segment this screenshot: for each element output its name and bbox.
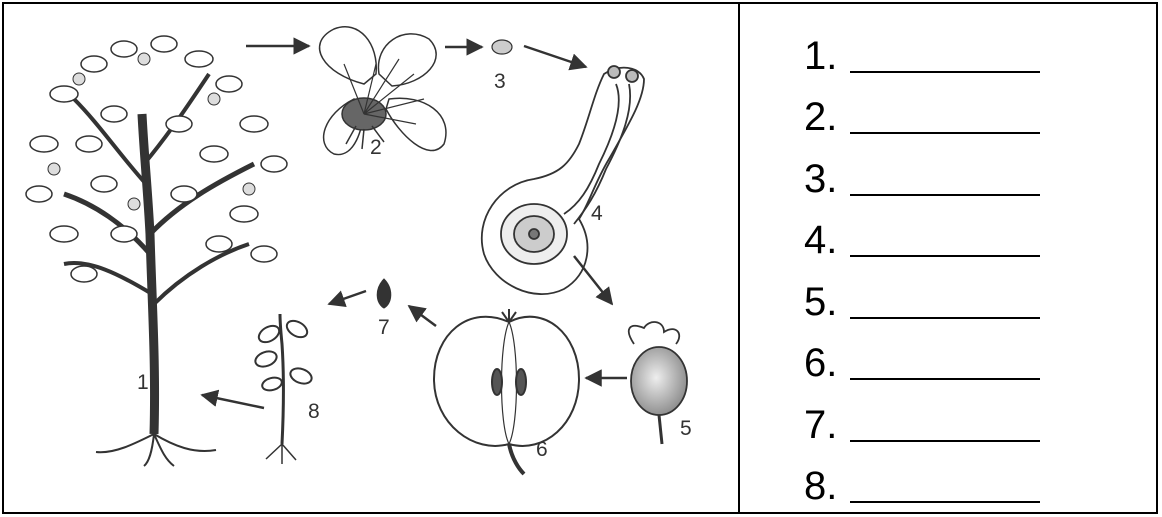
answer-item: 4. <box>804 199 1040 261</box>
answer-blank-line[interactable] <box>850 378 1040 380</box>
plant-life-cycle-diagram: 1 2 3 4 5 6 7 8 <box>4 4 738 512</box>
stage-label-3: 3 <box>494 70 506 93</box>
answer-number: 3. <box>804 159 850 199</box>
arrow-7-to-8 <box>329 291 366 304</box>
seedling-illustration <box>253 314 313 464</box>
answer-blank-line[interactable] <box>850 71 1040 73</box>
stage-label-7: 7 <box>378 316 390 339</box>
answer-blank-line[interactable] <box>850 440 1040 442</box>
answer-item: 2. <box>804 76 1040 138</box>
stage-label-4: 4 <box>591 202 603 225</box>
answer-number: 6. <box>804 343 850 383</box>
stage-label-6: 6 <box>536 438 548 461</box>
pollen-grain <box>492 40 512 54</box>
answer-blank-line[interactable] <box>850 501 1040 503</box>
answer-number: 8. <box>804 466 850 506</box>
answer-item: 7. <box>804 383 1040 445</box>
answer-number: 2. <box>804 97 850 137</box>
pistil-section-illustration <box>482 66 644 294</box>
answer-item: 8. <box>804 445 1040 507</box>
tree-illustration <box>26 36 287 466</box>
answer-item: 1. <box>804 14 1040 76</box>
stage-label-1: 1 <box>137 371 149 394</box>
seed-illustration <box>377 279 391 308</box>
stage-label-8: 8 <box>308 400 320 423</box>
answer-blank-line[interactable] <box>850 317 1040 319</box>
answer-number: 7. <box>804 405 850 445</box>
answer-blank-line[interactable] <box>850 194 1040 196</box>
answer-number: 5. <box>804 282 850 322</box>
answer-blank-line[interactable] <box>850 132 1040 134</box>
answer-number: 4. <box>804 220 850 260</box>
answer-item: 3. <box>804 137 1040 199</box>
answer-item: 6. <box>804 322 1040 384</box>
answer-cell: 1. 2. 3. 4. 5. 6. <box>740 4 1156 512</box>
answer-number: 1. <box>804 36 850 76</box>
arrow-4-to-5 <box>574 256 612 304</box>
arrow-8-to-1 <box>202 395 264 408</box>
arrow-3-to-4 <box>524 46 586 67</box>
apple-section-illustration <box>434 309 579 474</box>
arrow-6-to-7 <box>409 306 436 326</box>
answer-blank-line[interactable] <box>850 255 1040 257</box>
answer-item: 5. <box>804 260 1040 322</box>
stage-label-2: 2 <box>370 136 382 159</box>
hip-fruit-illustration <box>629 322 687 444</box>
flower-illustration <box>320 27 446 155</box>
diagram-cell: 1 2 3 4 5 6 7 8 <box>4 4 740 512</box>
stage-label-5: 5 <box>680 417 692 440</box>
answer-list: 1. 2. 3. 4. 5. 6. <box>804 14 1040 506</box>
